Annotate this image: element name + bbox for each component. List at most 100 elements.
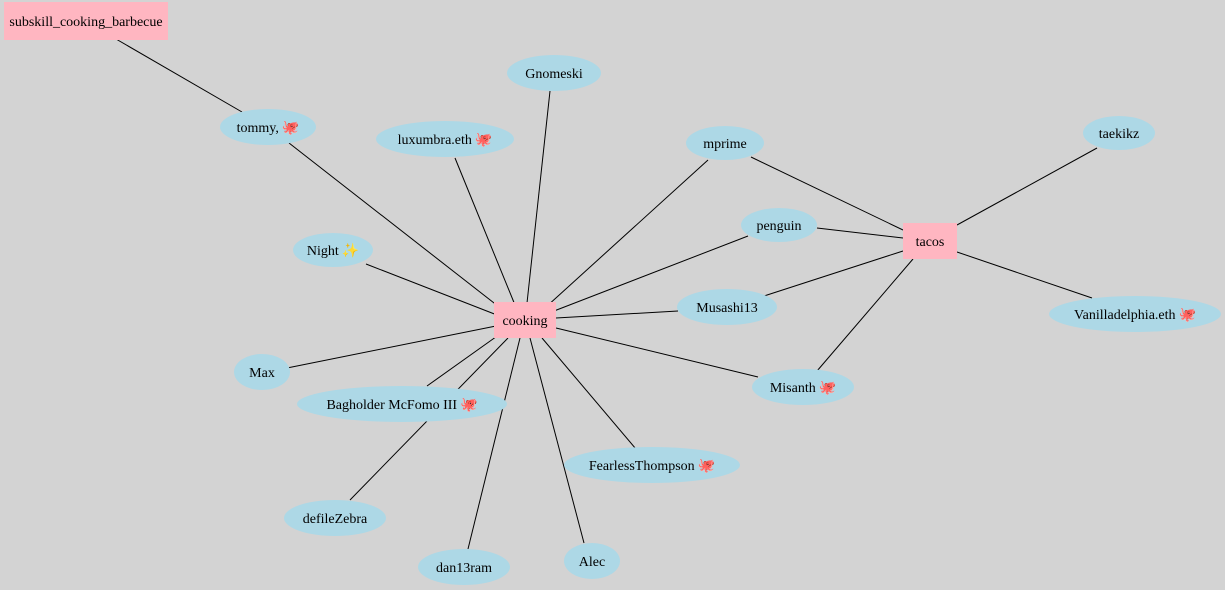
sparkles-icon: ✨: [342, 242, 359, 259]
node-label: Alec: [579, 555, 605, 570]
user-node-defilezebra[interactable]: defileZebra: [284, 500, 386, 536]
edge-max-cooking: [286, 325, 497, 369]
edge-penguin-tacos: [816, 227, 904, 239]
user-node-bagholder[interactable]: Bagholder McFomo III🐙: [297, 386, 507, 422]
edge-misanth-cooking: [555, 327, 759, 378]
edge-vanilladelphia-tacos: [956, 251, 1093, 299]
user-node-ellipse: [564, 543, 620, 579]
octopus-icon: 🐙: [475, 132, 492, 148]
user-node-ellipse: [686, 126, 764, 160]
edge-night-cooking: [365, 263, 498, 316]
node-label: Night✨: [307, 242, 359, 259]
edge-mprime-cooking: [545, 159, 709, 308]
node-label-text: Bagholder McFomo III: [326, 398, 457, 413]
octopus-icon: 🐙: [819, 380, 836, 396]
node-label-text: Alec: [579, 555, 605, 570]
user-node-taekikz[interactable]: taekikz: [1083, 116, 1155, 150]
user-node-ellipse: [564, 447, 740, 483]
user-node-gnomeski[interactable]: Gnomeski: [507, 55, 601, 91]
node-label-text: mprime: [703, 137, 747, 152]
edge-gnomeski-cooking: [526, 90, 551, 304]
node-label-text: tacos: [916, 235, 945, 250]
user-node-ellipse: [284, 500, 386, 536]
node-label-text: subskill_cooking_barbecue: [9, 15, 162, 30]
edge-fearlessthompson-cooking: [541, 337, 637, 450]
octopus-icon: 🐙: [1179, 307, 1196, 323]
node-label-text: luxumbra.eth: [398, 133, 472, 148]
user-node-ellipse: [1083, 116, 1155, 150]
edge-bagholder-cooking: [426, 333, 501, 387]
skill-node-subskill_cooking_barbecue[interactable]: subskill_cooking_barbecue: [4, 2, 168, 40]
user-node-ellipse: [293, 233, 373, 267]
user-node-ellipse: [297, 386, 507, 422]
user-node-ellipse: [752, 369, 854, 405]
user-node-ellipse: [677, 289, 777, 325]
edge-taekikz-tacos: [956, 147, 1098, 226]
node-label: subskill_cooking_barbecue: [9, 15, 162, 30]
skill-node-box: [4, 2, 168, 40]
node-label: luxumbra.eth🐙: [398, 132, 493, 148]
user-node-vanilladelphia[interactable]: Vanilladelphia.eth 🐙: [1049, 296, 1221, 332]
edge-luxumbra-cooking: [454, 157, 516, 306]
node-label: Max: [249, 366, 275, 381]
node-label: dan13ram: [436, 561, 492, 576]
edge-musashi13-cooking: [555, 310, 679, 319]
octopus-icon: 🐙: [282, 120, 299, 136]
user-node-dan13ram[interactable]: dan13ram: [418, 549, 510, 585]
node-label-text: Vanilladelphia.eth: [1074, 308, 1175, 323]
node-label-text: dan13ram: [436, 561, 492, 576]
user-node-ellipse: [1049, 296, 1221, 332]
node-label-text: taekikz: [1099, 127, 1139, 142]
node-label: Vanilladelphia.eth 🐙: [1074, 307, 1196, 323]
user-node-night[interactable]: Night✨: [293, 233, 373, 267]
node-label-text: FearlessThompson: [589, 459, 695, 474]
edge-misanth-tacos: [816, 258, 914, 372]
skill-node-box: [494, 302, 556, 338]
octopus-icon: 🐙: [698, 458, 715, 474]
node-label-text: penguin: [756, 219, 801, 234]
node-label-text: cooking: [502, 314, 547, 329]
node-label: Misanth🐙: [770, 380, 836, 396]
node-label: penguin: [756, 219, 801, 234]
user-node-ellipse: [220, 109, 316, 145]
node-label: FearlessThompson🐙: [589, 458, 715, 474]
node-label: cooking: [502, 314, 547, 329]
user-node-ellipse: [376, 121, 514, 157]
edge-musashi13-tacos: [763, 250, 904, 297]
node-label: Gnomeski: [525, 67, 583, 82]
node-label: mprime: [703, 137, 747, 152]
node-label-text: Misanth: [770, 381, 816, 396]
node-label-text: Max: [249, 366, 275, 381]
octopus-icon: 🐙: [460, 397, 477, 413]
edge-subskill_cooking_barbecue-tommy: [115, 38, 243, 113]
edge-penguin-cooking: [553, 235, 749, 312]
user-node-mprime[interactable]: mprime: [686, 126, 764, 160]
node-label: taekikz: [1099, 127, 1139, 142]
user-node-misanth[interactable]: Misanth🐙: [752, 369, 854, 405]
user-node-tommy[interactable]: tommy,🐙: [220, 109, 316, 145]
user-node-luxumbra[interactable]: luxumbra.eth🐙: [376, 121, 514, 157]
user-node-max[interactable]: Max: [234, 354, 290, 390]
node-label-text: Musashi13: [696, 301, 757, 316]
user-node-musashi13[interactable]: Musashi13: [677, 289, 777, 325]
node-label: tommy,🐙: [237, 120, 300, 136]
skill-node-cooking[interactable]: cooking: [494, 302, 556, 338]
edge-alec-cooking: [529, 337, 585, 544]
node-label-text: Night: [307, 244, 339, 259]
user-node-ellipse: [741, 208, 817, 242]
node-label: defileZebra: [303, 512, 368, 527]
edge-dan13ram-cooking: [467, 337, 521, 550]
user-node-penguin[interactable]: penguin: [741, 208, 817, 242]
user-node-ellipse: [234, 354, 290, 390]
node-label: tacos: [916, 235, 945, 250]
user-node-fearlessthompson[interactable]: FearlessThompson🐙: [564, 447, 740, 483]
edge-mprime-tacos: [750, 156, 904, 231]
node-label-text: Gnomeski: [525, 67, 583, 82]
node-label: Bagholder McFomo III🐙: [326, 397, 477, 413]
user-node-alec[interactable]: Alec: [564, 543, 620, 579]
user-node-ellipse: [418, 549, 510, 585]
skill-node-tacos[interactable]: tacos: [903, 223, 957, 259]
edge-tommy-cooking: [288, 142, 504, 311]
